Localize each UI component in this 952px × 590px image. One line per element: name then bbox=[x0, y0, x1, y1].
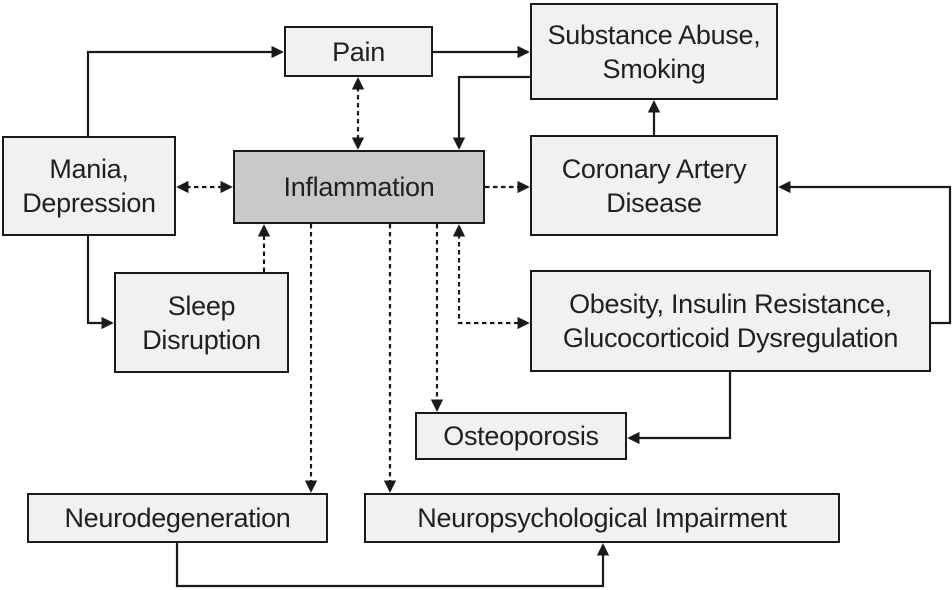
node-coronary-artery-disease: Coronary Artery Disease bbox=[530, 135, 778, 236]
node-inflammation: Inflammation bbox=[233, 150, 485, 224]
node-substance-abuse-smoking: Substance Abuse, Smoking bbox=[530, 3, 778, 100]
node-label-pain: Pain bbox=[332, 36, 385, 67]
node-sleep-disruption: Sleep Disruption bbox=[114, 272, 289, 373]
node-pain: Pain bbox=[284, 26, 433, 77]
node-neurodegeneration: Neurodegeneration bbox=[27, 493, 328, 543]
node-label-obesity-insulin-resistance-glucocorticoid-dysregulation: Obesity, Insulin Resistance, Glucocortic… bbox=[562, 289, 899, 353]
node-label-substance-abuse-smoking: Substance Abuse, Smoking bbox=[547, 19, 761, 84]
edge-inflammation-obesity-bidirectional bbox=[452, 224, 530, 330]
node-label-sleep-disruption: Sleep Disruption bbox=[142, 290, 261, 355]
node-label-osteoporosis: Osteoporosis bbox=[443, 421, 599, 451]
edge-mania-to-sleep-disruption bbox=[86, 236, 114, 330]
node-obesity-insulin-resistance-glucocorticoid-dysregulation: Obesity, Insulin Resistance, Glucocortic… bbox=[530, 270, 931, 372]
node-label-mania-depression: Mania, Depression bbox=[22, 154, 156, 218]
node-osteoporosis: Osteoporosis bbox=[415, 412, 627, 460]
edge-obesity-to-osteoporosis bbox=[627, 372, 732, 445]
node-label-coronary-artery-disease: Coronary Artery Disease bbox=[561, 153, 747, 218]
node-label-neuropsychological-impairment: Neuropsychological Impairment bbox=[417, 503, 787, 533]
node-neuropsychological-impairment: Neuropsychological Impairment bbox=[364, 493, 840, 543]
node-label-neurodegeneration: Neurodegeneration bbox=[64, 503, 291, 533]
node-label-inflammation: Inflammation bbox=[283, 172, 435, 202]
edge-mania-to-pain bbox=[86, 45, 284, 136]
edge-neurodegeneration-to-neuropsychological bbox=[175, 543, 610, 588]
edge-substance-abuse-to-inflammation bbox=[452, 75, 530, 150]
node-mania-depression: Mania, Depression bbox=[2, 136, 176, 236]
